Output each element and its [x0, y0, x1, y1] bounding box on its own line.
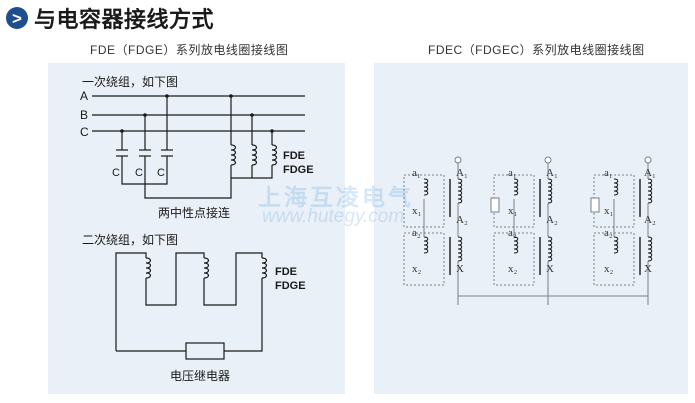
capacitor-symbol: [116, 149, 173, 157]
terminal-X-label: X: [456, 263, 464, 275]
voltage-relay-symbol: [185, 342, 225, 360]
unit-link: [457, 295, 549, 305]
section-title: 与电容器接线方式: [34, 7, 215, 32]
terminal-A2-label: A₂: [644, 214, 656, 226]
model-label: FDGE: [275, 280, 306, 292]
secondary-labels: 二次绕组，如下图 FDE FDGE 电压继电器: [82, 232, 306, 383]
terminal-x1-label: x₁: [508, 205, 518, 217]
watermark-brand: 上海互凌电气: [258, 184, 414, 210]
terminal-x2-label: x₂: [604, 263, 614, 275]
terminal-A1-label: A₁: [456, 167, 468, 179]
neutral-link: [144, 178, 232, 199]
terminal-X-label: X: [644, 263, 652, 275]
terminal-x2-label: x₂: [508, 263, 518, 275]
terminal-x1-label: x₁: [604, 205, 614, 217]
terminal-a1-label: a₁: [508, 167, 517, 179]
terminal-A2-label: A₂: [546, 214, 558, 226]
relay-caption: 电压继电器: [170, 369, 230, 383]
primary-labels: 一次绕组，如下图 A B C C C C FDE FDGE 两中性点接连: [80, 74, 314, 220]
secondary-winding-title: 二次绕组，如下图: [82, 232, 178, 247]
left-diagram-panel: [48, 63, 345, 394]
terminal-x1-label: x₁: [412, 205, 422, 217]
phase-c-label: C: [80, 125, 89, 139]
terminal-A1-label: A₁: [644, 167, 656, 179]
fdec-unit-3: [590, 156, 653, 306]
secondary-winding-diagram: [115, 252, 268, 360]
capacitor-label: C: [112, 167, 120, 179]
model-label: FDE: [283, 150, 305, 162]
capacitor-label: C: [157, 167, 165, 179]
unit-link: [548, 295, 649, 305]
terminal-a1-label: a₁: [412, 167, 421, 179]
terminal-x2-label: x₂: [412, 263, 422, 275]
coil-symbol: [203, 257, 210, 279]
junction-dots: [120, 94, 274, 133]
model-label: FDGE: [283, 164, 314, 176]
neutral-caption: 两中性点接连: [158, 205, 230, 220]
fdec-labels: a₁ A₁ x₁ A₂ a₂ x₂ X a₁ A₁ x₁ A₂ a₂ x₂ X …: [412, 167, 656, 275]
resistor-symbol: [590, 197, 600, 213]
terminal-A2-label: A₂: [456, 214, 468, 226]
terminal-a2-label: a₂: [508, 227, 517, 239]
terminal-a2-label: a₂: [412, 227, 421, 239]
terminal-X-label: X: [546, 263, 554, 275]
fdec-unit-2: [490, 156, 553, 306]
section-header: > 与电容器接线方式: [6, 3, 214, 33]
coil-symbol: [145, 257, 152, 279]
coil-symbol: [230, 144, 278, 166]
model-label: FDE: [275, 266, 297, 278]
phase-b-label: B: [80, 108, 88, 122]
terminal-a2-label: a₂: [604, 227, 613, 239]
primary-winding-title: 一次绕组，如下图: [82, 74, 178, 89]
coil-symbol: [261, 257, 268, 279]
capacitor-label: C: [135, 167, 143, 179]
chevron-right-icon: >: [6, 7, 28, 29]
right-diagram-panel: [374, 63, 688, 394]
terminal-a1-label: a₁: [604, 167, 613, 179]
primary-winding-diagram: [92, 94, 305, 199]
right-diagram-caption: FDEC（FDGEC）系列放电线圈接线图: [428, 43, 645, 57]
resistor-symbol: [490, 197, 500, 213]
phase-a-label: A: [80, 89, 88, 103]
terminal-A1-label: A₁: [546, 167, 558, 179]
watermark-url: www.hutegy.com: [262, 206, 405, 227]
left-diagram-caption: FDE（FDGE）系列放电线圈接线图: [90, 43, 289, 57]
